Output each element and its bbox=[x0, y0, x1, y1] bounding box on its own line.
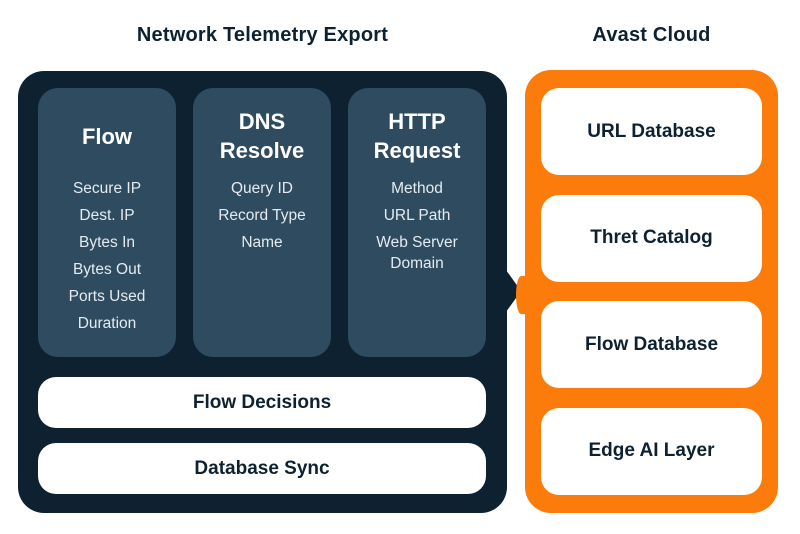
dns-item: Record Type bbox=[218, 207, 306, 224]
http-item: URL Path bbox=[383, 207, 451, 224]
flow-item: Duration bbox=[77, 315, 137, 332]
http-request-panel-heading: HTTP Request bbox=[373, 109, 461, 163]
network-telemetry-export-title: Network Telemetry Export bbox=[136, 24, 389, 46]
edge-ai-layer-card: Edge AI Layer bbox=[541, 407, 762, 495]
http-item: Web Server Domain bbox=[376, 234, 458, 272]
flow-item: Bytes In bbox=[79, 234, 135, 251]
database-sync-bar: Database Sync bbox=[38, 443, 486, 494]
dns-resolve-panel-heading: DNS Resolve bbox=[219, 109, 305, 163]
http-item: Method bbox=[391, 180, 443, 197]
flow-panel: Flow Secure IP Dest. IP Bytes In Bytes O… bbox=[38, 88, 176, 357]
flow-decisions-bar: Flow Decisions bbox=[38, 377, 486, 428]
network-telemetry-export-box: Flow Secure IP Dest. IP Bytes In Bytes O… bbox=[18, 71, 521, 513]
connector-notch-icon bbox=[516, 276, 526, 314]
http-request-panel: HTTP Request Method URL Path Web Server … bbox=[348, 88, 486, 357]
dns-resolve-panel: DNS Resolve Query ID Record Type Name bbox=[193, 88, 331, 357]
flow-item: Bytes Out bbox=[72, 261, 142, 278]
telemetry-columns: Flow Secure IP Dest. IP Bytes In Bytes O… bbox=[38, 88, 486, 357]
url-database-card: URL Database bbox=[541, 88, 762, 175]
flow-item: Ports Used bbox=[68, 288, 146, 305]
flow-item: Secure IP bbox=[72, 180, 142, 197]
dns-item: Name bbox=[241, 234, 283, 251]
flow-database-card: Flow Database bbox=[541, 301, 762, 389]
avast-cloud-title: Avast Cloud bbox=[592, 24, 711, 46]
dns-item: Query ID bbox=[230, 180, 293, 197]
flow-item: Dest. IP bbox=[79, 207, 135, 224]
flow-panel-heading: Flow bbox=[81, 123, 133, 149]
avast-cloud-box: URL Database Thret Catalog Flow Database… bbox=[516, 70, 778, 513]
thret-catalog-card: Thret Catalog bbox=[541, 194, 762, 282]
